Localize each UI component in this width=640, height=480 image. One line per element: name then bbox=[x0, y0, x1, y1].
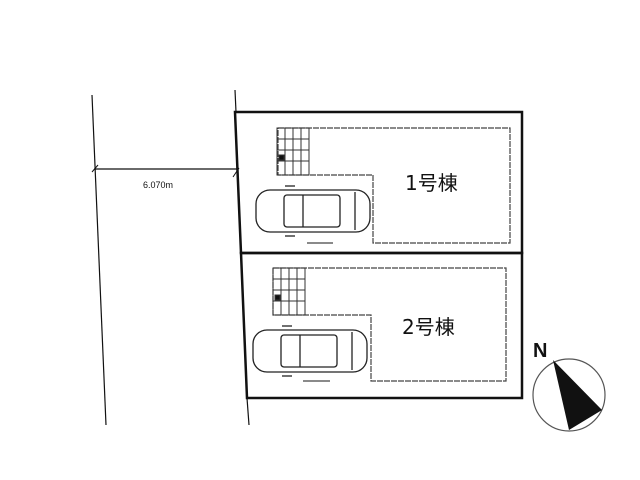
north-compass: N bbox=[532, 340, 606, 432]
road-left-boundary bbox=[91, 94, 107, 426]
lot-2: 2号棟 bbox=[239, 251, 524, 400]
lot-2-building-outline bbox=[272, 267, 507, 382]
lot-1: 1号棟 bbox=[233, 110, 524, 255]
road-right-boundary-top bbox=[234, 89, 237, 113]
road-width-label: 6.070m bbox=[143, 180, 173, 190]
road-right-boundary-bottom bbox=[246, 397, 250, 426]
lot-2-utility-grid-icon bbox=[272, 267, 306, 316]
compass-circle-icon bbox=[532, 358, 606, 432]
compass-needle-icon bbox=[553, 360, 602, 430]
north-label: N bbox=[533, 340, 547, 362]
lot-1-building-outline bbox=[277, 127, 511, 244]
lot-1-label: 1号棟 bbox=[405, 171, 458, 195]
lot-2-boundary bbox=[239, 251, 524, 400]
lot-2-car-icon bbox=[252, 325, 368, 377]
lot-1-utility-grid-icon bbox=[276, 127, 310, 176]
road-width-dimension: 6.070m bbox=[91, 164, 240, 190]
lot-2-label: 2号棟 bbox=[402, 315, 455, 339]
lot-1-car-icon bbox=[255, 185, 371, 237]
